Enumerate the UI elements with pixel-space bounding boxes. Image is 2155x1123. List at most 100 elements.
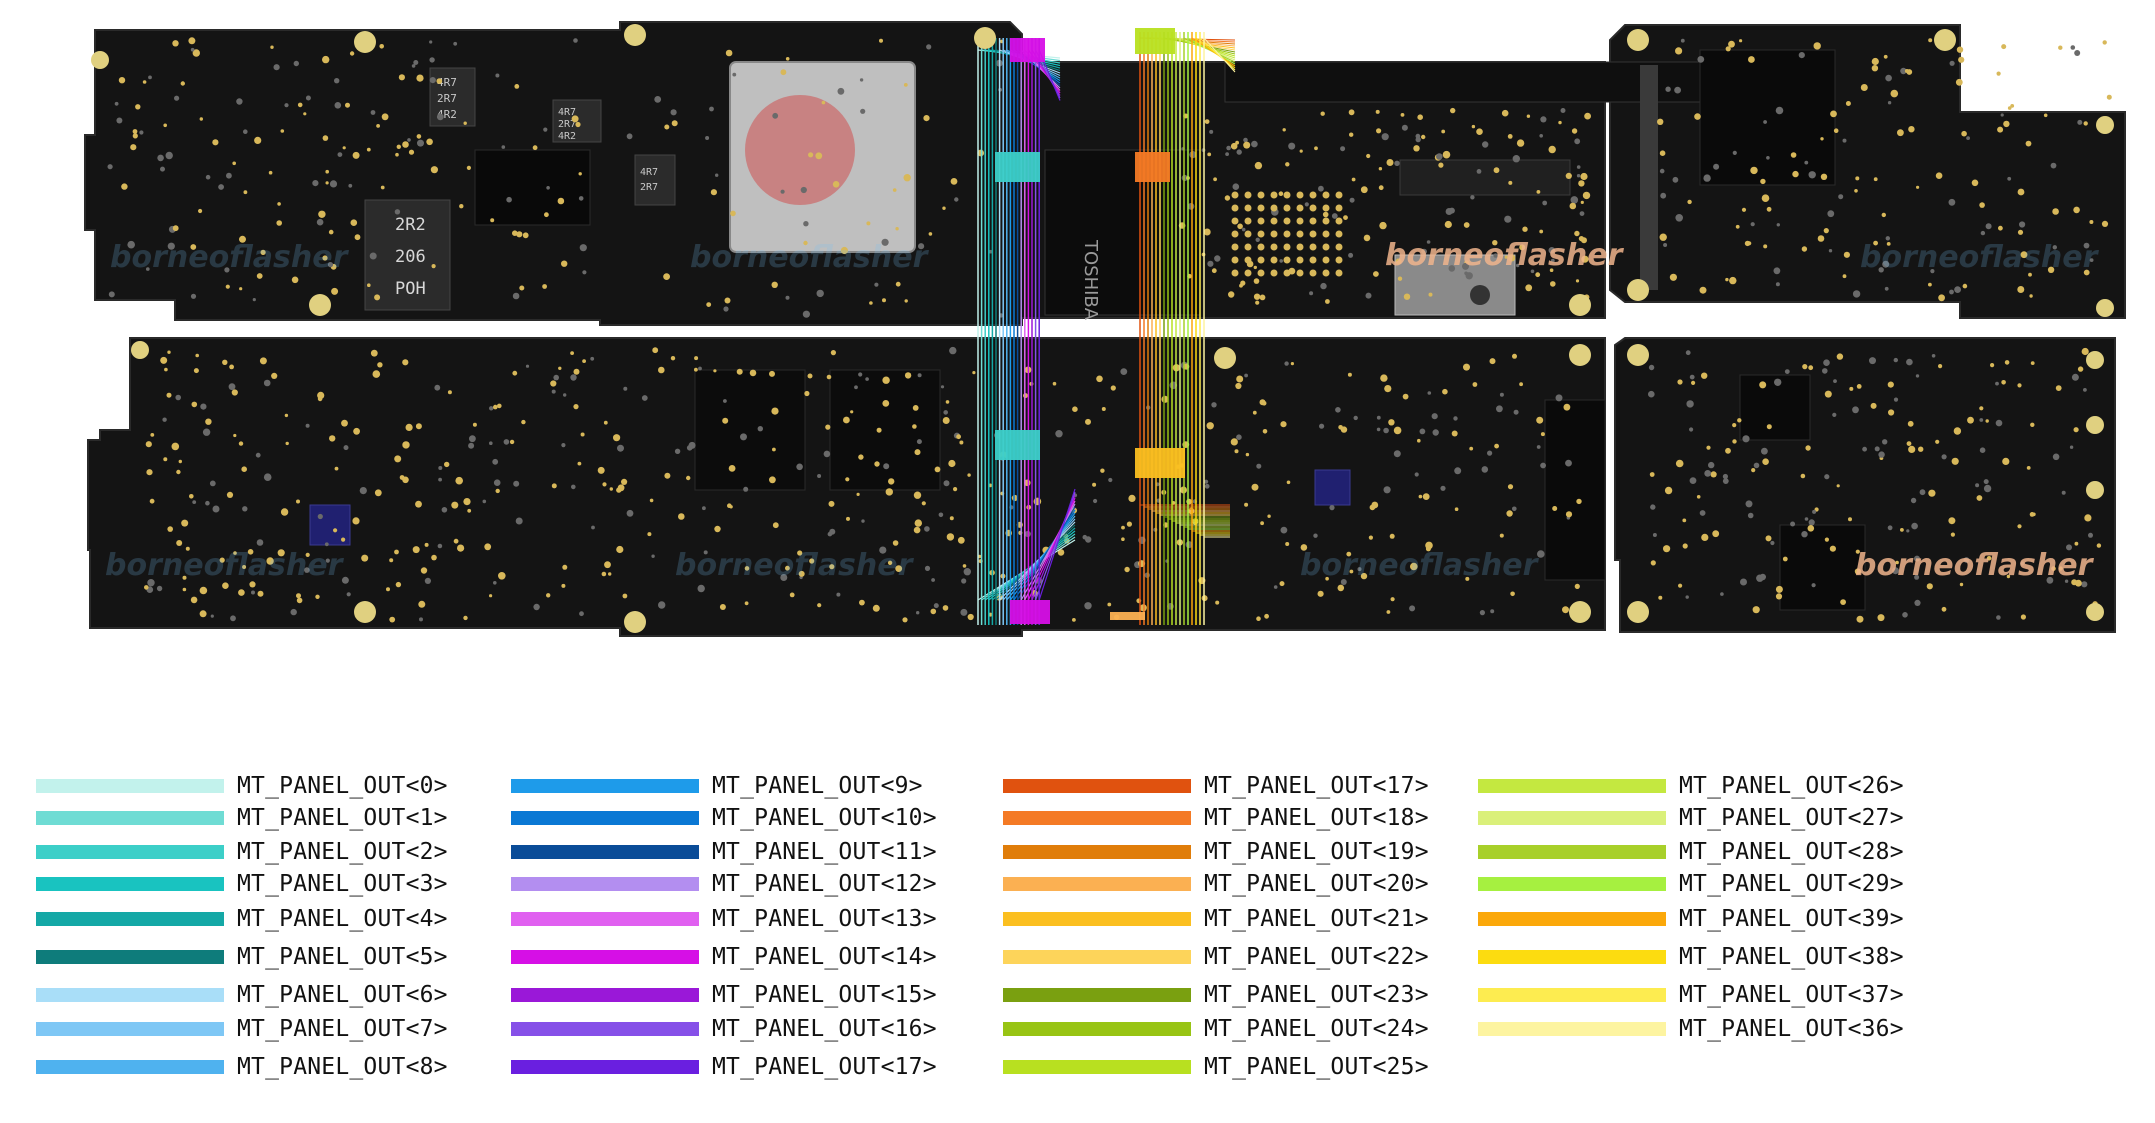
watermark-2: borneoflasher — [690, 240, 928, 275]
pad — [1465, 576, 1470, 581]
pad — [942, 206, 946, 210]
pad — [1264, 613, 1269, 619]
pad — [386, 587, 390, 592]
pad — [1255, 300, 1260, 305]
pad — [1373, 271, 1379, 277]
flex-connector — [1640, 65, 1658, 290]
pad — [1741, 207, 1747, 212]
pad — [1120, 368, 1128, 375]
pad — [575, 121, 581, 128]
pad — [1871, 57, 1879, 66]
bga-pad — [1296, 269, 1304, 277]
pad — [1348, 252, 1354, 258]
pad — [647, 532, 652, 537]
pad — [146, 267, 150, 271]
bga-pad — [1309, 243, 1317, 251]
pad — [1244, 373, 1248, 378]
pad — [2003, 120, 2010, 128]
pad — [1748, 56, 1755, 63]
pad — [1971, 179, 1979, 187]
pad — [1761, 194, 1770, 202]
pad — [1770, 540, 1775, 546]
watermark-7: borneoflasher — [1300, 548, 1538, 583]
pad — [1314, 146, 1318, 151]
pad — [1384, 385, 1392, 393]
bga-pad — [1335, 269, 1343, 277]
pad — [185, 546, 190, 551]
pad — [398, 74, 405, 81]
pad — [1900, 528, 1904, 532]
pad — [1659, 233, 1667, 241]
pad — [377, 362, 383, 368]
pad — [882, 400, 890, 407]
pad — [1507, 134, 1513, 139]
pad — [903, 83, 908, 87]
pad — [317, 396, 323, 402]
pad — [1512, 506, 1517, 512]
pad — [1496, 405, 1503, 413]
pad — [144, 585, 149, 590]
pad — [493, 479, 501, 487]
pad — [1471, 124, 1476, 129]
pad — [2020, 561, 2025, 566]
pad — [236, 98, 243, 105]
pad — [1357, 567, 1362, 572]
pad — [280, 508, 289, 516]
pad — [542, 284, 547, 289]
pad — [394, 209, 401, 215]
pad — [324, 542, 329, 547]
pad — [354, 234, 361, 241]
pad — [305, 552, 310, 558]
pad — [1280, 421, 1287, 428]
pad — [457, 544, 465, 552]
pad — [1941, 454, 1947, 460]
pad — [1507, 484, 1514, 490]
pad — [1376, 128, 1382, 134]
pad — [1383, 427, 1389, 434]
pad — [199, 610, 207, 618]
pad — [916, 611, 920, 615]
pad — [1976, 495, 1983, 501]
pad — [1226, 145, 1231, 151]
pad — [1706, 445, 1711, 450]
pad — [1720, 592, 1724, 596]
pad — [130, 144, 137, 151]
pad — [459, 204, 464, 209]
pad — [1928, 282, 1932, 287]
pad — [1560, 108, 1566, 113]
pad — [374, 294, 381, 301]
pad — [1340, 146, 1346, 152]
pad — [1576, 498, 1582, 505]
pad — [1558, 120, 1562, 125]
pad — [1211, 268, 1217, 274]
pad — [879, 38, 883, 43]
pad — [821, 100, 826, 105]
pad — [1211, 402, 1217, 408]
pad — [725, 49, 733, 57]
pad — [1890, 89, 1899, 98]
pad — [1259, 294, 1266, 301]
pad — [1413, 145, 1420, 152]
pad — [570, 351, 574, 355]
pad — [1897, 129, 1904, 137]
pad — [836, 592, 841, 597]
inductor-4r7-l2: 2R7 — [437, 92, 457, 105]
ram-chip-1 — [694, 369, 806, 491]
pad — [912, 424, 917, 429]
pad — [150, 433, 155, 437]
pad — [1689, 477, 1697, 484]
trace-via-block — [1135, 448, 1185, 478]
pad — [1254, 161, 1263, 170]
pad — [372, 370, 381, 378]
bga-pad — [1257, 217, 1265, 225]
pad — [1782, 556, 1788, 562]
pad — [1874, 446, 1880, 452]
pad — [1962, 283, 1968, 289]
pad — [840, 246, 849, 255]
pad — [1975, 483, 1980, 488]
pad — [1886, 242, 1891, 246]
pad — [736, 368, 743, 375]
pad — [1842, 138, 1847, 143]
pad — [1761, 447, 1768, 455]
pad — [1325, 576, 1329, 581]
